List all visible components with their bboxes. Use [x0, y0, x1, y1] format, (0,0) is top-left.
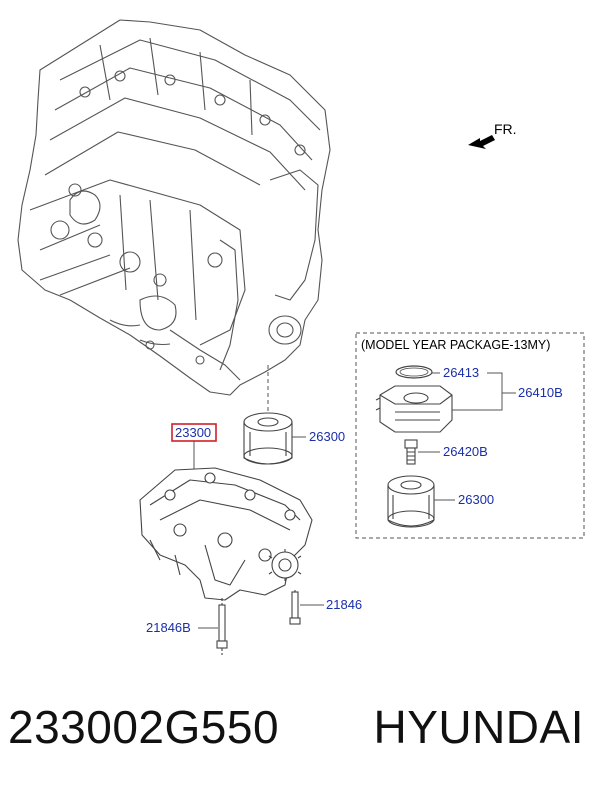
- o-ring-illustration: [395, 365, 433, 379]
- product-footer: 233002G550 HYUNDAI: [0, 700, 600, 780]
- engine-block-illustration: [17, 19, 331, 396]
- callout-oil-filter-main[interactable]: 26300: [309, 429, 345, 444]
- leader-line: [452, 372, 503, 411]
- part-number-label: 233002G550: [8, 701, 280, 753]
- callout-oil-pump[interactable]: 23300: [175, 425, 211, 440]
- callout-o-ring[interactable]: 26413: [443, 365, 479, 380]
- bolt-21846b-illustration: [216, 598, 228, 655]
- callout-oil-filter-package[interactable]: 26300: [458, 492, 494, 507]
- callout-bolt-21846[interactable]: 21846: [326, 597, 362, 612]
- callout-bolt-21846b[interactable]: 21846B: [146, 620, 191, 635]
- package-box-title: (MODEL YEAR PACKAGE-13MY): [361, 338, 550, 352]
- front-direction-indicator: FR.: [468, 121, 517, 149]
- front-arrow-icon: [468, 135, 495, 149]
- front-label: FR.: [494, 121, 517, 137]
- brand-label: HYUNDAI: [373, 701, 584, 753]
- cooler-fitting-illustration: [404, 439, 418, 465]
- oil-pump-module-illustration: [139, 467, 313, 601]
- package-box: [355, 332, 585, 539]
- oil-filter-package-illustration: [387, 475, 435, 528]
- oil-cooler-illustration: [375, 385, 453, 433]
- exploded-parts-diagram: FR. 26300 23300 21846: [17, 19, 585, 655]
- callout-fitting[interactable]: 26420B: [443, 444, 488, 459]
- bolt-21846-illustration: [289, 590, 301, 625]
- oil-filter-main-illustration: [243, 412, 293, 465]
- callout-oil-cooler-assy[interactable]: 26410B: [518, 385, 563, 400]
